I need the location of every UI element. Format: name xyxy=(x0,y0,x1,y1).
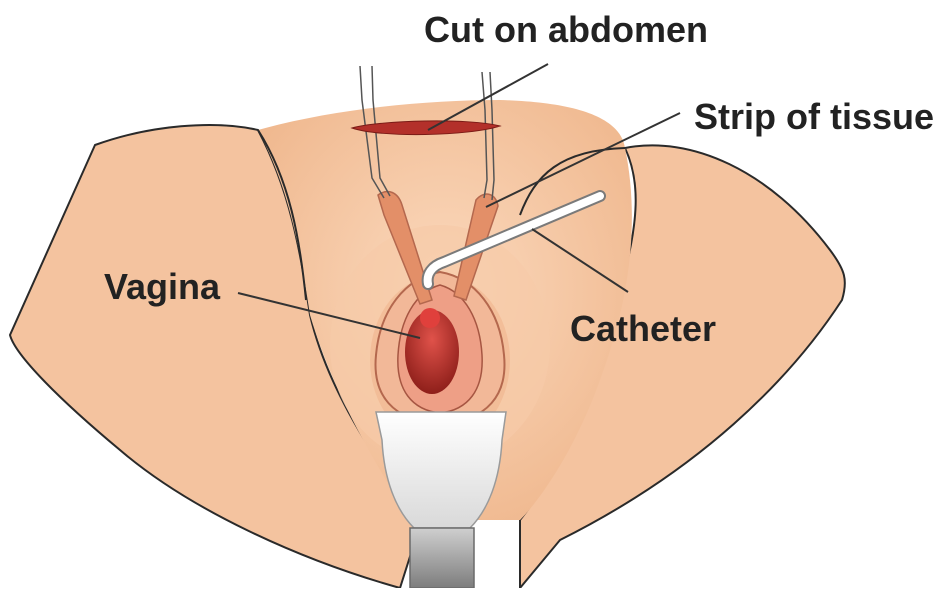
label-catheter: Catheter xyxy=(570,311,716,347)
label-vagina: Vagina xyxy=(104,269,220,305)
speculum-handle xyxy=(410,528,474,588)
label-cut-on-abdomen: Cut on abdomen xyxy=(424,12,708,48)
label-strip-of-tissue: Strip of tissue xyxy=(694,99,934,135)
